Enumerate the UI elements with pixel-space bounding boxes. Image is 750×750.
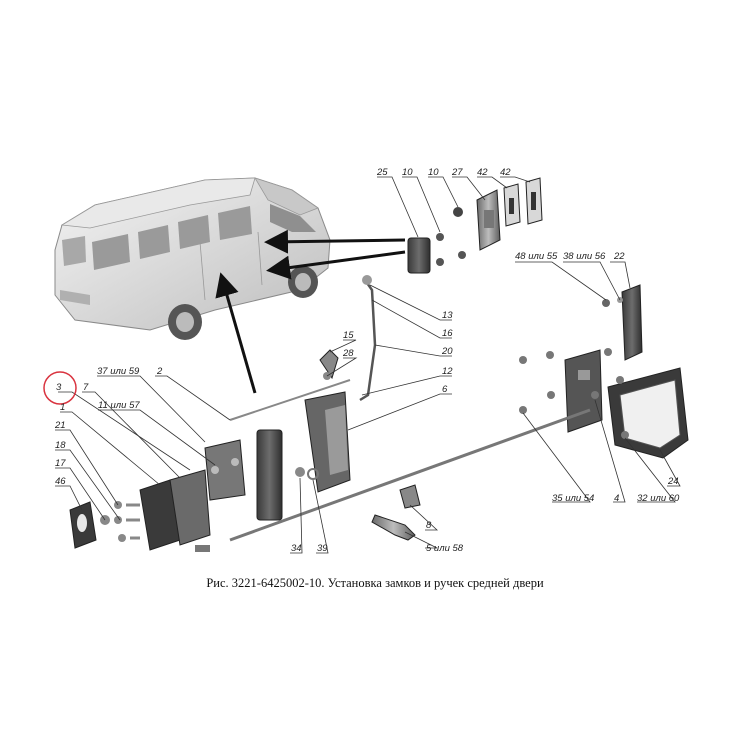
- label-25: 25: [376, 167, 388, 178]
- part-11: [204, 439, 246, 501]
- label-17: 17: [55, 458, 66, 469]
- label-1: 1: [60, 402, 65, 413]
- label-27: 27: [451, 167, 463, 178]
- label-46: 46: [55, 476, 66, 487]
- part-labels: 25 10 10 27 42 42 48 или 55 38 или 56 22…: [54, 167, 680, 554]
- label-20: 20: [441, 346, 453, 357]
- van-illustration: [54, 177, 331, 340]
- label-10-b: 10: [428, 167, 439, 178]
- label-5: 5 или 58: [426, 543, 464, 554]
- label-8: 8: [426, 520, 432, 531]
- rod-long: [229, 408, 591, 542]
- outer-handle-parts: [229, 284, 689, 542]
- label-6: 6: [442, 384, 448, 395]
- part-4: [564, 349, 603, 433]
- label-13: 13: [442, 310, 453, 321]
- leader-lines: [55, 176, 681, 554]
- part-20-rod: [359, 279, 377, 402]
- striker-assembly-parts: [407, 177, 543, 274]
- label-32: 32 или 60: [637, 493, 680, 504]
- label-10-a: 10: [402, 167, 413, 178]
- part-10-screw: [453, 207, 463, 217]
- part-10-screw-upper: [436, 233, 444, 241]
- label-22: 22: [613, 251, 625, 262]
- label-37: 37 или 59: [97, 366, 140, 377]
- label-35: 35 или 54: [552, 493, 594, 504]
- label-34: 34: [291, 543, 302, 554]
- center-mechanism-parts: [229, 275, 421, 541]
- part-2-rod: [229, 379, 351, 421]
- label-16: 16: [442, 328, 453, 339]
- part-15: [319, 349, 339, 380]
- label-15: 15: [343, 330, 354, 341]
- label-4: 4: [614, 493, 619, 504]
- label-24: 24: [667, 476, 679, 487]
- label-48: 48 или 55: [515, 251, 558, 262]
- label-2: 2: [156, 366, 163, 377]
- lock-assembly-parts: [69, 439, 246, 552]
- label-7: 7: [83, 382, 89, 393]
- lock-mechanism: [169, 469, 211, 546]
- figure-caption: Рис. 3221-6425002-10. Установка замков и…: [206, 576, 544, 590]
- part-22: [621, 284, 643, 361]
- part-8: [399, 484, 421, 509]
- highlight-circle: [43, 371, 77, 405]
- callout-arrows: [215, 229, 406, 394]
- label-42-a: 42: [477, 167, 488, 178]
- part-25: [407, 237, 431, 274]
- label-42-b: 42: [500, 167, 511, 178]
- inner-handle: [256, 429, 283, 521]
- label-39: 39: [317, 543, 328, 554]
- label-11: 11 или 57: [98, 400, 140, 411]
- label-3: 3: [56, 382, 62, 393]
- label-38: 38 или 56: [563, 251, 606, 262]
- label-28: 28: [342, 348, 354, 359]
- label-21: 21: [54, 420, 66, 431]
- part-5: [371, 514, 416, 541]
- label-18: 18: [55, 440, 66, 451]
- label-12: 12: [442, 366, 453, 377]
